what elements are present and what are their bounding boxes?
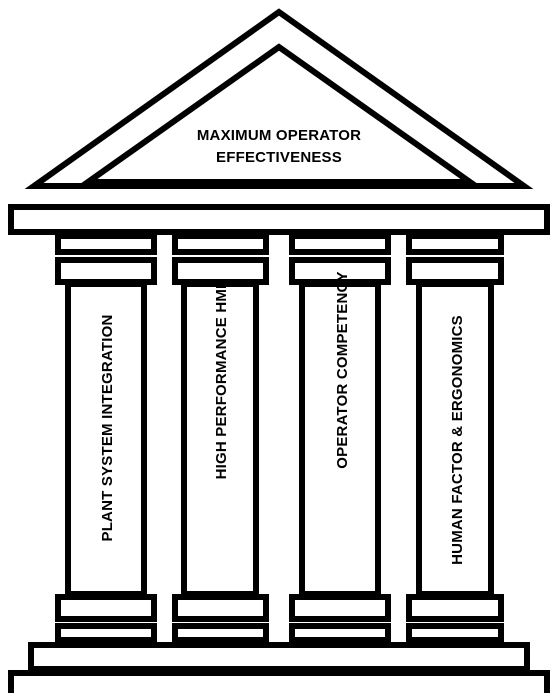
- pillar-human-factor-ergonomics: HUMAN FACTOR & ERGONOMICS: [406, 233, 504, 643]
- pillar-label: HIGH PERFORMANCE HMI: [213, 285, 230, 480]
- pillar-capital-bottom: [172, 257, 269, 285]
- pediment-inner: [78, 43, 480, 185]
- pillar-capital-top: [406, 233, 504, 255]
- pillar-base-bottom: [172, 623, 269, 643]
- lower-step: [8, 670, 550, 693]
- pillar-base-top: [55, 594, 157, 622]
- pillar-shaft: [65, 281, 147, 597]
- pillar-capital-top: [172, 233, 269, 255]
- pillar-capital-top: [289, 233, 391, 255]
- pillar-label: PLANT SYSTEM INTEGRATION: [99, 314, 116, 541]
- pediment: MAXIMUM OPERATOR EFFECTIVENESS: [24, 8, 534, 189]
- pillar-label: HUMAN FACTOR & ERGONOMICS: [449, 315, 466, 565]
- pillar-capital-top: [55, 233, 157, 255]
- pillar-base-bottom: [55, 623, 157, 643]
- pillar-base-bottom: [289, 623, 391, 643]
- pillar-plant-system-integration: PLANT SYSTEM INTEGRATION: [55, 233, 157, 643]
- pillar-base-top: [172, 594, 269, 622]
- pillar-base-top: [406, 594, 504, 622]
- roof-title-line2: EFFECTIVENESS: [216, 149, 342, 166]
- upper-step: [28, 642, 530, 672]
- pillar-base-bottom: [406, 623, 504, 643]
- entablature: [8, 204, 550, 235]
- pillar-high-performance-hmi: HIGH PERFORMANCE HMI: [172, 233, 269, 643]
- pillar-operator-competency: OPERATOR COMPETENCY: [289, 233, 391, 643]
- pillar-capital-bottom: [406, 257, 504, 285]
- pillar-base-top: [289, 594, 391, 622]
- pillar-label: OPERATOR COMPETENCY: [334, 271, 351, 468]
- roof-title-line1: MAXIMUM OPERATOR: [197, 127, 361, 144]
- pillar-shaft: [299, 281, 381, 597]
- pillar-capital-bottom: [55, 257, 157, 285]
